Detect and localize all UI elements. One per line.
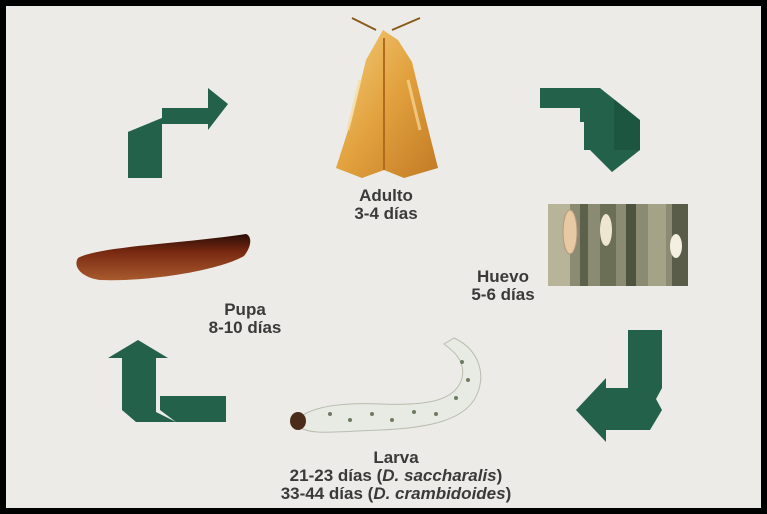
adulto-name: Adulto [336,187,436,205]
pupa-label: Pupa 8-10 días [190,301,300,337]
huevo-name: Huevo [458,268,548,286]
larva-line-2: 33-44 días (D. crambidoides) [236,485,556,503]
pupa-name: Pupa [190,301,300,319]
adulto-label: Adulto 3-4 días [336,187,436,223]
huevo-label: Huevo 5-6 días [458,268,548,304]
larva-name: Larva [236,449,556,467]
adulto-duration: 3-4 días [336,205,436,223]
huevo-duration: 5-6 días [458,286,548,304]
larva-line-1: 21-23 días (D. saccharalis) [236,467,556,485]
pupa-duration: 8-10 días [190,319,300,337]
larva-label: Larva 21-23 días (D. saccharalis) 33-44 … [236,449,556,503]
